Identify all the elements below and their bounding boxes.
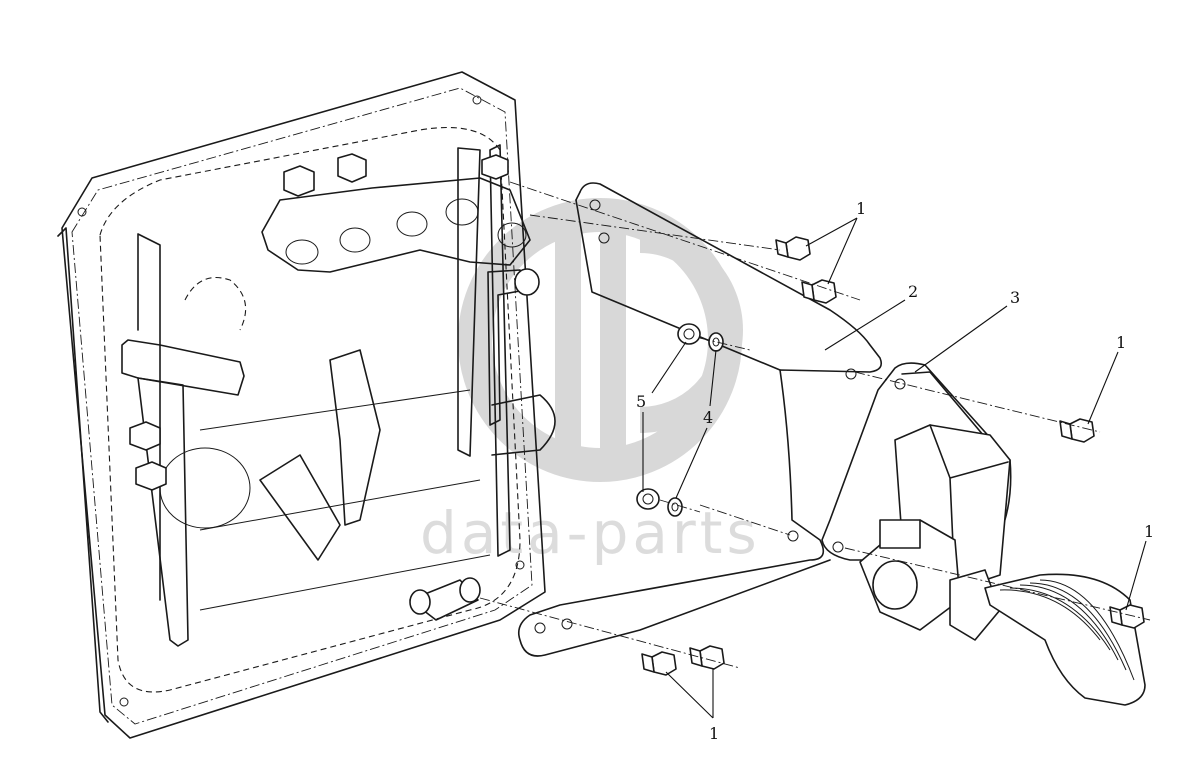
callout-3: 3 [914, 288, 1020, 373]
bolt-1-lower-b [689, 645, 725, 670]
bolt-1-right [1059, 418, 1095, 443]
watermark-text: data-parts [420, 499, 761, 567]
callout-label: 2 [908, 282, 918, 301]
callout-2: 2 [824, 282, 918, 351]
callout-1-pedal: 1 [1125, 522, 1154, 611]
mounting-plate [57, 71, 556, 739]
bolt-1-upper-a [775, 236, 811, 261]
callout-label: 5 [636, 392, 646, 411]
callout-1-right: 1 [1087, 333, 1126, 425]
callout-label: 4 [703, 408, 713, 427]
callout-label: 1 [1116, 333, 1126, 352]
nut-5-upper [677, 323, 701, 345]
pedal-sensor-assembly [859, 424, 1146, 706]
nut-5-lower [636, 488, 660, 510]
assembly-centerlines [479, 181, 1151, 669]
callout-1-lower: 1 [665, 668, 719, 743]
callout-label: 1 [856, 199, 866, 218]
callout-4: 4 [675, 349, 717, 499]
bolt-1-lower-a [641, 651, 677, 676]
callout-label: 1 [709, 724, 719, 743]
washer-4-lower [667, 497, 683, 517]
callout-1-upper: 1 [805, 199, 866, 285]
bolt-1-upper-b [801, 279, 837, 304]
bolt-1-pedal [1109, 604, 1145, 629]
washer-4-upper [708, 332, 724, 352]
watermark-logo: data-parts [420, 198, 761, 567]
callout-5: 5 [636, 341, 687, 492]
callout-label: 1 [1144, 522, 1154, 541]
callout-label: 3 [1010, 288, 1020, 307]
